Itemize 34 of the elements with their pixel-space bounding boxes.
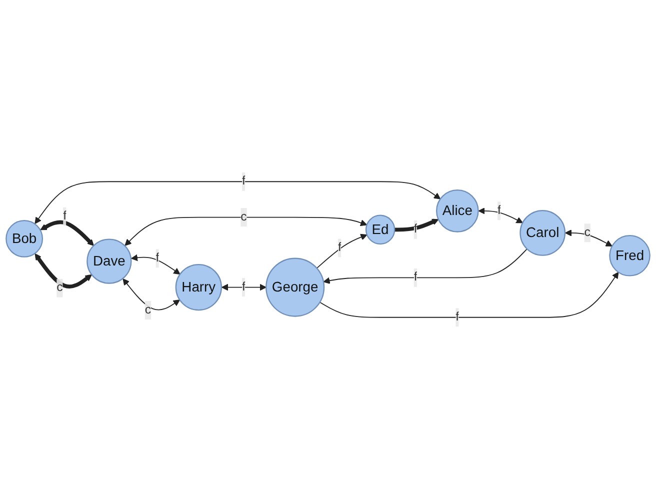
arrow — [34, 253, 92, 288]
edge-label: f — [414, 270, 418, 284]
node-circle: Ed — [365, 214, 396, 244]
edge-label: f — [63, 210, 67, 223]
node-circle: Carol — [520, 210, 566, 256]
arrow — [40, 220, 94, 246]
node-circle: Fred — [609, 235, 650, 276]
node-circle: Dave — [86, 238, 132, 284]
arrow — [478, 208, 523, 224]
arrow — [124, 216, 368, 246]
edge-label: f — [156, 251, 160, 265]
edge-label: f — [242, 174, 246, 188]
arrow — [34, 181, 441, 224]
arrow — [221, 284, 266, 291]
edge-label: f — [414, 222, 418, 236]
node-circle: Harry — [175, 264, 222, 311]
arrow — [316, 234, 368, 269]
edge-label: c — [144, 303, 152, 316]
arrow — [131, 254, 180, 275]
edge-label: f — [456, 310, 460, 324]
edge-label: c — [240, 210, 247, 224]
edge-label: c — [56, 281, 63, 294]
arrow — [319, 272, 619, 318]
edge-label: c — [584, 226, 590, 240]
arrow — [323, 248, 528, 284]
edge-label: f — [498, 204, 501, 218]
arrow — [122, 278, 180, 310]
arrow — [394, 218, 439, 232]
node-circle: George — [266, 258, 325, 317]
edge-label: f — [242, 280, 246, 294]
node-circle: Alice — [436, 190, 479, 232]
node-circle: Bob — [6, 220, 44, 258]
arrow — [564, 230, 612, 246]
edge-label: f — [338, 241, 342, 254]
